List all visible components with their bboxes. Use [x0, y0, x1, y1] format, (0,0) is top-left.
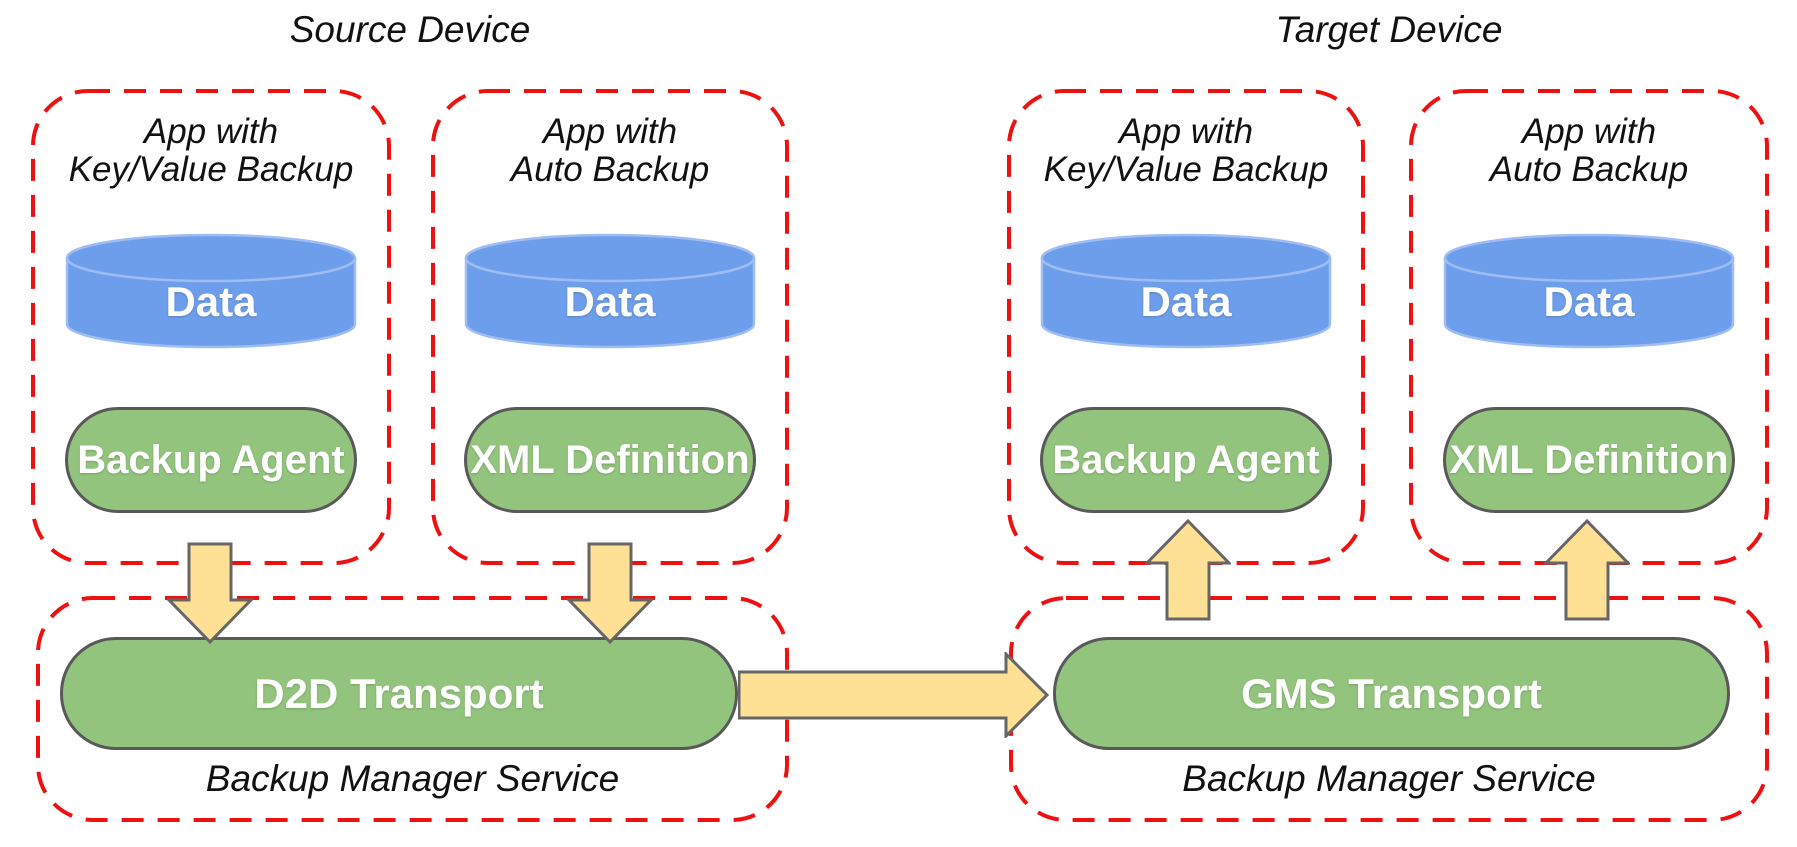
backup-agent-pill: Backup Agent	[1040, 407, 1332, 513]
source-app-auto-panel: App with Auto Backup Data XML Definition	[430, 88, 790, 566]
app-title-line2: Auto Backup	[1489, 150, 1689, 189]
data-label: Data	[1543, 278, 1635, 325]
app-title-line1: App with	[1521, 112, 1657, 151]
data-label: Data	[1140, 278, 1232, 325]
data-cylinder: Data	[1443, 232, 1735, 350]
xml-definition-pill: XML Definition	[1443, 407, 1735, 513]
component-label: XML Definition	[1449, 437, 1729, 482]
down-arrow-xml-definition	[567, 542, 653, 644]
transport-label: GMS Transport	[1240, 669, 1543, 717]
app-title: App with Auto Backup	[1408, 113, 1770, 189]
source-app-keyvalue-panel: App with Key/Value Backup Data Backup Ag…	[30, 88, 392, 566]
source-backup-manager-panel: D2D Transport Backup Manager Service	[35, 595, 790, 823]
target-backup-manager-panel: GMS Transport Backup Manager Service	[1008, 595, 1770, 823]
backup-agent-pill: Backup Agent	[65, 407, 357, 513]
source-device-title: Source Device	[289, 9, 531, 50]
component-label: XML Definition	[470, 437, 750, 482]
component-label: Backup Agent	[77, 437, 345, 482]
app-title-line1: App with	[143, 112, 279, 151]
app-title: App with Auto Backup	[430, 113, 790, 189]
gms-transport-pill: GMS Transport	[1053, 637, 1730, 750]
cylinder-shape	[65, 233, 357, 349]
data-label: Data	[564, 278, 656, 325]
backup-manager-service-label: Backup Manager Service	[1182, 758, 1596, 799]
app-title-line2: Key/Value Backup	[1043, 150, 1329, 189]
app-title-line1: App with	[542, 112, 678, 151]
down-arrow-backup-agent	[167, 542, 253, 644]
transport-label: D2D Transport	[254, 669, 544, 717]
right-arrow-d2d-to-gms	[738, 652, 1050, 738]
app-title-line1: App with	[1118, 112, 1254, 151]
app-title: App with Key/Value Backup	[1006, 113, 1366, 189]
up-arrow-backup-agent	[1145, 519, 1231, 621]
cylinder-shape	[1040, 233, 1332, 349]
cylinder-shape	[1443, 233, 1735, 349]
data-label: Data	[165, 278, 257, 325]
dashed-boundary	[36, 596, 789, 822]
backup-manager-service-label: Backup Manager Service	[205, 758, 620, 799]
component-label: Backup Agent	[1052, 437, 1320, 482]
target-app-keyvalue-panel: App with Key/Value Backup Data Backup Ag…	[1006, 88, 1366, 566]
data-cylinder: Data	[464, 232, 756, 350]
d2d-transport-pill: D2D Transport	[60, 637, 738, 750]
xml-definition-pill: XML Definition	[464, 407, 756, 513]
target-app-auto-panel: App with Auto Backup Data XML Definition	[1408, 88, 1770, 566]
target-device-title: Target Device	[1275, 9, 1503, 50]
data-cylinder: Data	[1040, 232, 1332, 350]
app-title: App with Key/Value Backup	[30, 113, 392, 189]
data-cylinder: Data	[65, 232, 357, 350]
app-title-line2: Key/Value Backup	[68, 150, 354, 189]
cylinder-shape	[464, 233, 756, 349]
app-title-line2: Auto Backup	[510, 150, 710, 189]
up-arrow-xml-definition	[1544, 519, 1630, 621]
